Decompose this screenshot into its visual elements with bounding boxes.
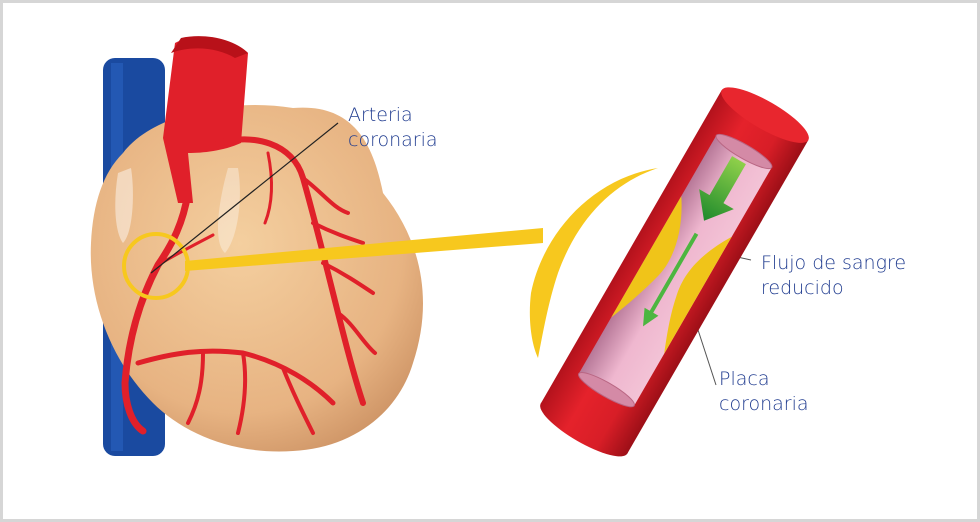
label-arteria-coronaria: Arteria coronaria (348, 103, 438, 153)
magnify-arc (529, 168, 658, 358)
label-line: Arteria (348, 104, 413, 126)
label-line: Placa (719, 368, 770, 390)
aorta (163, 37, 248, 203)
flow-arrow-large (699, 156, 746, 221)
coronary-artery-illustration (90, 36, 809, 457)
label-line: Flujo de sangre (761, 252, 907, 274)
label-line: coronaria (348, 129, 438, 151)
plaque-right (664, 236, 732, 354)
heart (90, 105, 423, 452)
artery-pointer (150, 122, 339, 274)
magnify-beam (185, 228, 543, 271)
magnify-circle (122, 232, 190, 300)
flow-arrow-thin (643, 232, 699, 327)
label-flujo-reducido: Flujo de sangre reducido (761, 251, 906, 301)
label-line: reducido (761, 277, 844, 299)
coronary-arteries (121, 136, 377, 435)
plaque-left (611, 196, 682, 318)
label-line: coronaria (719, 393, 809, 415)
artery-cross-section (540, 87, 809, 457)
label-placa-coronaria: Placa coronaria (719, 367, 809, 417)
